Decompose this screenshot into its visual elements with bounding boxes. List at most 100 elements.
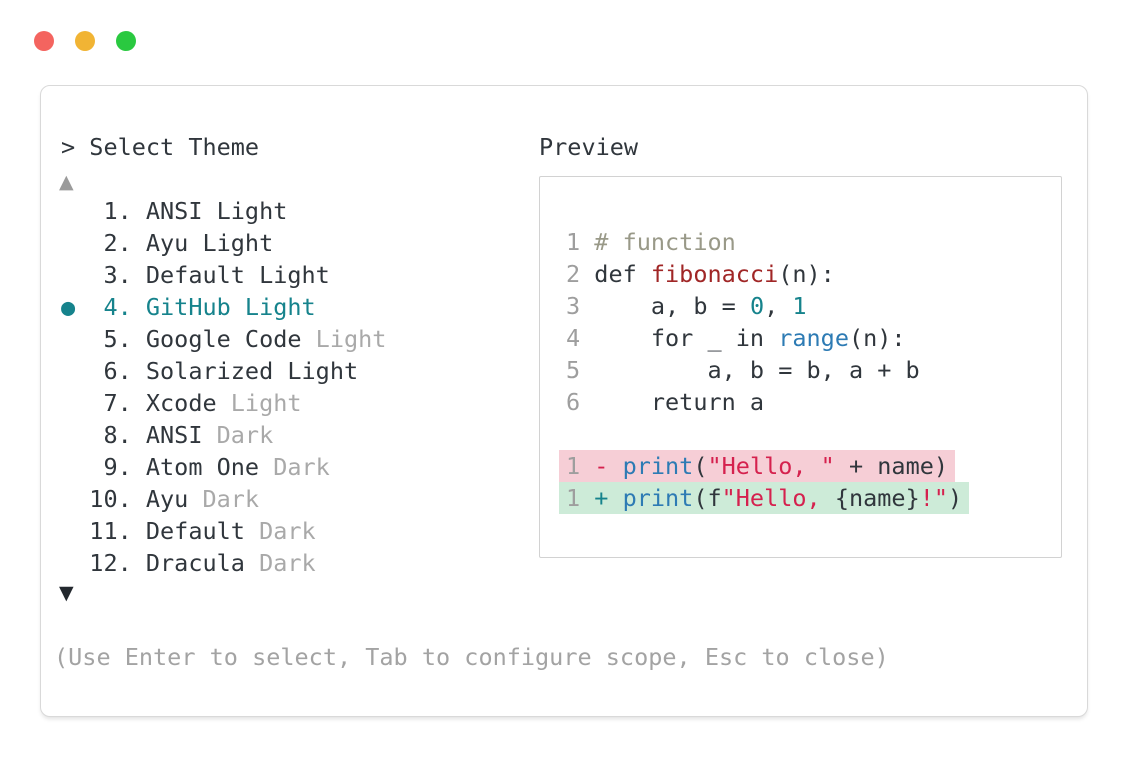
bullet-spacer <box>61 453 89 481</box>
line-content: 3 a, b = 0, 1 <box>559 290 814 322</box>
close-button[interactable] <box>34 31 54 51</box>
theme-variant: Light <box>216 389 302 417</box>
theme-name: Ayu <box>145 485 189 513</box>
theme-variant: Light <box>230 293 316 321</box>
theme-option-2[interactable]: 2. Ayu Light <box>61 227 386 259</box>
scroll-down-icon[interactable]: ▼ <box>59 582 74 604</box>
theme-name: ANSI <box>145 197 203 225</box>
theme-option-10[interactable]: 10. Ayu Dark <box>61 483 386 515</box>
bullet-spacer <box>61 549 89 577</box>
code-line: 6 return a <box>566 386 1053 418</box>
code-segment: for _ in <box>594 324 779 352</box>
theme-name: GitHub <box>145 293 231 321</box>
preview-title: Preview <box>539 133 639 161</box>
theme-option-7[interactable]: 7. Xcode Light <box>61 387 386 419</box>
theme-option-12[interactable]: 12. Dracula Dark <box>61 547 386 579</box>
minimize-button[interactable] <box>75 31 95 51</box>
theme-option-9[interactable]: 9. Atom One Dark <box>61 451 386 483</box>
theme-name: Default <box>145 261 245 289</box>
theme-number: 6. <box>89 357 146 385</box>
theme-option-5[interactable]: 5. Google Code Light <box>61 323 386 355</box>
code-segment: def <box>594 260 651 288</box>
code-segment: "Hello, " <box>707 452 835 480</box>
line-number: 5 <box>566 356 595 384</box>
code-segment: + <box>594 484 623 512</box>
line-content: 6 return a <box>559 386 771 418</box>
theme-variant: Light <box>188 229 274 257</box>
code-segment: a, b = <box>594 292 750 320</box>
theme-name: Ayu <box>145 229 189 257</box>
line-number: 3 <box>566 292 595 320</box>
code-segment: print <box>622 452 694 480</box>
theme-number: 4. <box>89 293 146 321</box>
bullet-spacer <box>61 197 89 225</box>
theme-number: 10. <box>89 485 146 513</box>
code-segment: 0 <box>749 292 765 320</box>
theme-name: Xcode <box>145 389 217 417</box>
code-segment: 1 <box>792 292 807 320</box>
code-line: 5 a, b = b, a + b <box>566 354 1053 386</box>
line-number: 1 <box>566 228 595 256</box>
bullet-spacer <box>61 261 89 289</box>
theme-option-11[interactable]: 11. Default Dark <box>61 515 386 547</box>
code-segment: , <box>764 292 793 320</box>
selected-bullet-icon: ● <box>61 293 90 321</box>
theme-name: Solarized <box>145 357 274 385</box>
line-number: 1 <box>566 452 595 480</box>
line-number: 6 <box>566 388 595 416</box>
code-segment: (n): <box>848 324 906 352</box>
line-number: 2 <box>566 260 595 288</box>
line-number: 1 <box>566 484 595 512</box>
code-segment: print <box>622 484 694 512</box>
theme-name: Atom One <box>145 453 260 481</box>
code-line: 3 a, b = 0, 1 <box>566 290 1053 322</box>
theme-number: 9. <box>89 453 146 481</box>
line-content: 1 - print("Hello, " + name) <box>559 450 956 482</box>
code-segment: ( <box>693 452 708 480</box>
bullet-spacer <box>61 357 89 385</box>
code-line: 2 def fibonacci(n): <box>566 258 1053 290</box>
scroll-up-icon[interactable]: ▲ <box>59 171 74 193</box>
bullet-spacer <box>61 325 89 353</box>
code-segment: + name) <box>834 452 949 480</box>
window-controls <box>34 31 136 51</box>
theme-number: 5. <box>89 325 146 353</box>
theme-option-1[interactable]: 1. ANSI Light <box>61 195 386 227</box>
theme-name: Dracula <box>145 549 245 577</box>
theme-number: 11. <box>89 517 146 545</box>
code-segment: fibonacci <box>650 260 779 288</box>
code-segment: "Hello, <box>721 484 835 512</box>
theme-variant: Dark <box>244 549 316 577</box>
code-line: 4 for _ in range(n): <box>566 322 1053 354</box>
theme-variant: Light <box>301 325 387 353</box>
line-content: 1 + print(f"Hello, {name}!") <box>559 482 970 514</box>
keyboard-hint: (Use Enter to select, Tab to configure s… <box>54 643 889 671</box>
select-theme-prompt: > Select Theme <box>61 133 260 161</box>
code-line-blank <box>566 418 1053 450</box>
bullet-spacer <box>61 485 89 513</box>
code-segment: ) <box>948 484 963 512</box>
theme-number: 7. <box>89 389 146 417</box>
theme-variant: Light <box>202 197 288 225</box>
code-segment: {name} <box>834 484 920 512</box>
code-segment: a, b = b, a + b <box>594 356 920 384</box>
theme-variant: Dark <box>244 517 316 545</box>
theme-number: 3. <box>89 261 146 289</box>
theme-name: Google Code <box>145 325 302 353</box>
theme-name: Default <box>145 517 245 545</box>
theme-list: 1. ANSI Light 2. Ayu Light 3. Default Li… <box>61 195 386 579</box>
zoom-button[interactable] <box>116 31 136 51</box>
theme-variant: Dark <box>188 485 260 513</box>
theme-option-4[interactable]: ● 4. GitHub Light <box>61 291 386 323</box>
theme-variant: Dark <box>259 453 330 481</box>
code-segment: return a <box>594 388 765 416</box>
theme-option-8[interactable]: 8. ANSI Dark <box>61 419 386 451</box>
code-segment: !" <box>919 484 949 512</box>
theme-option-3[interactable]: 3. Default Light <box>61 259 386 291</box>
bullet-spacer <box>61 517 89 545</box>
theme-variant: Dark <box>202 421 274 449</box>
theme-option-6[interactable]: 6. Solarized Light <box>61 355 386 387</box>
bullet-spacer <box>61 421 89 449</box>
